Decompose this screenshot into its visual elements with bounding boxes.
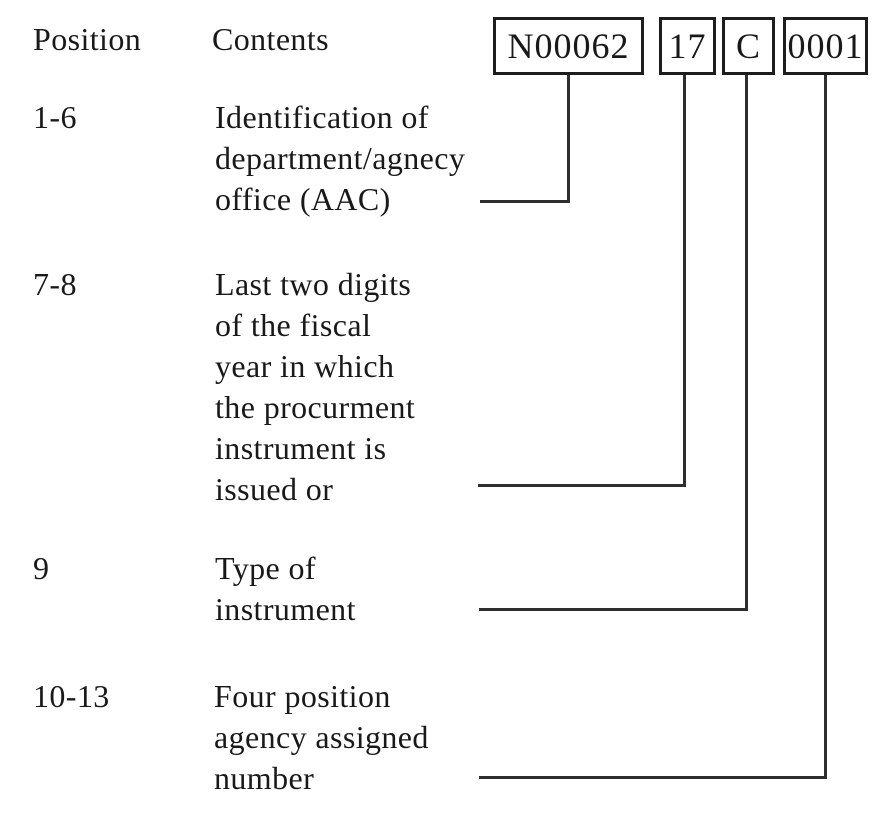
row-instrument-type-description-line: instrument — [215, 591, 356, 627]
row-instrument-type-description: Type of instrument — [215, 548, 356, 630]
row-aac-description: Identification of department/agnecy offi… — [215, 97, 465, 220]
row-fiscal-year-description-line: of the fiscal — [215, 307, 372, 343]
row-serial-number-description-line: agency assigned — [214, 719, 429, 755]
row-aac-position-range: 1-6 — [33, 99, 77, 135]
row-fiscal-year-description: Last two digits of the fiscal year in wh… — [215, 264, 415, 510]
connector-aac-vertical-line — [567, 75, 570, 203]
row-aac-description-line: department/agnecy — [215, 140, 466, 176]
piid-box-fiscal-year: 17 — [659, 17, 716, 75]
piid-box-instrument-type: C — [722, 17, 775, 75]
row-serial-number-position-range: 10-13 — [33, 678, 110, 714]
row-fiscal-year-description-line: instrument is — [215, 430, 387, 466]
connector-instrument-type-vertical-line — [745, 75, 748, 611]
piid-box-serial-number-value: 0001 — [787, 26, 864, 66]
piid-box-aac-value: N00062 — [507, 26, 630, 66]
piid-box-serial-number: 0001 — [783, 17, 868, 75]
row-fiscal-year-description-line: Last two digits — [215, 266, 412, 302]
contents-column-header: Contents — [212, 21, 329, 57]
row-fiscal-year-description-line: the procurment — [215, 389, 416, 425]
row-serial-number-description-line: number — [214, 760, 315, 796]
row-serial-number-description-line: Four position — [214, 678, 391, 714]
row-fiscal-year-description-line: year in which — [215, 348, 395, 384]
connector-serial-number-vertical-line — [824, 75, 827, 779]
piid-box-instrument-type-value: C — [735, 26, 761, 66]
connector-fiscal-year-vertical-line — [683, 75, 686, 487]
connector-aac-horizontal-line — [480, 200, 570, 203]
connector-instrument-type-horizontal-line — [479, 608, 748, 611]
row-serial-number-description: Four position agency assigned number — [214, 676, 429, 799]
piid-box-fiscal-year-value: 17 — [668, 26, 707, 66]
piid-box-aac: N00062 — [493, 17, 644, 75]
row-instrument-type-position-range: 9 — [33, 550, 50, 586]
row-aac-description-line: Identification of — [215, 99, 429, 135]
row-fiscal-year-description-line: issued or — [215, 471, 334, 507]
connector-serial-number-horizontal-line — [479, 776, 827, 779]
row-aac-description-line: office (AAC) — [215, 181, 391, 217]
row-fiscal-year-position-range: 7-8 — [33, 266, 77, 302]
position-column-header: Position — [33, 21, 142, 57]
row-instrument-type-description-line: Type of — [215, 550, 316, 586]
connector-fiscal-year-horizontal-line — [478, 484, 686, 487]
